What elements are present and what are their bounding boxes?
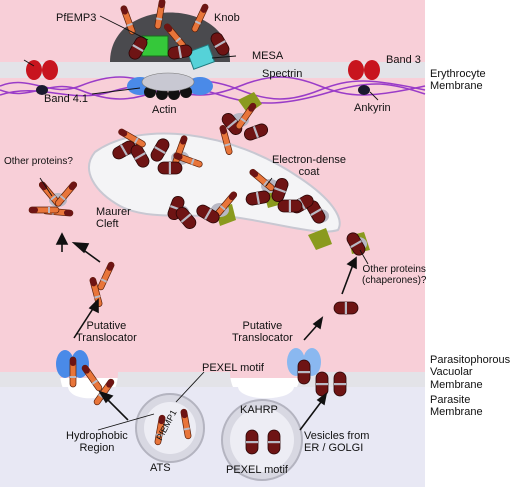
label-pv-membrane: Parasitophorous Vacuolar Membrane <box>430 354 511 391</box>
label-putative-translocator-right: Putative Translocator <box>232 320 293 345</box>
label-parasite-membrane: Parasite Membrane <box>430 394 483 419</box>
label-kahrp: KAHRP <box>240 404 278 416</box>
label-other-proteins-top: Other proteins? <box>4 156 73 167</box>
label-erythrocyte-membrane: Erythrocyte Membrane <box>430 68 486 93</box>
parasite-cytoplasm <box>0 387 425 487</box>
label-band3: Band 3 <box>386 54 421 66</box>
label-pexel-motif-top: PEXEL motif <box>202 362 264 374</box>
band41-actin-complex <box>127 72 213 100</box>
erythrocyte-cytoplasm <box>0 78 425 378</box>
label-other-proteins-chaperones: Other proteins (chaperones)? <box>362 264 427 287</box>
label-ats: ATS <box>150 462 171 474</box>
label-maurer-cleft: Maurer Cleft <box>96 206 131 231</box>
kahrp-protein <box>245 429 259 455</box>
label-pexel-motif-bottom: PEXEL motif <box>226 464 288 476</box>
leader-lines <box>23 15 379 431</box>
band3-right <box>348 60 380 95</box>
label-spectrin: Spectrin <box>262 68 303 80</box>
label-putative-translocator-left: Putative Translocator <box>76 320 137 345</box>
label-band41: Band 4.1 <box>44 93 89 105</box>
arrows <box>55 232 357 431</box>
label-ankyrin: Ankyrin <box>354 102 391 114</box>
label-knob: Knob <box>214 12 240 24</box>
label-mesa: MESA <box>252 50 284 62</box>
mesa-protein <box>186 44 216 70</box>
erythrocyte-membrane <box>0 62 425 78</box>
label-hydrophobic-region: Hydrophobic Region <box>66 430 128 455</box>
label-actin: Actin <box>152 104 177 116</box>
label-pfemp3: PfEMP3 <box>56 12 97 24</box>
band3-left <box>26 60 58 95</box>
label-electron-dense-coat: Electron-dense coat <box>272 154 346 179</box>
translocator-right <box>287 348 321 385</box>
label-vesicles: Vesicles from ER / GOLGI <box>304 430 370 455</box>
